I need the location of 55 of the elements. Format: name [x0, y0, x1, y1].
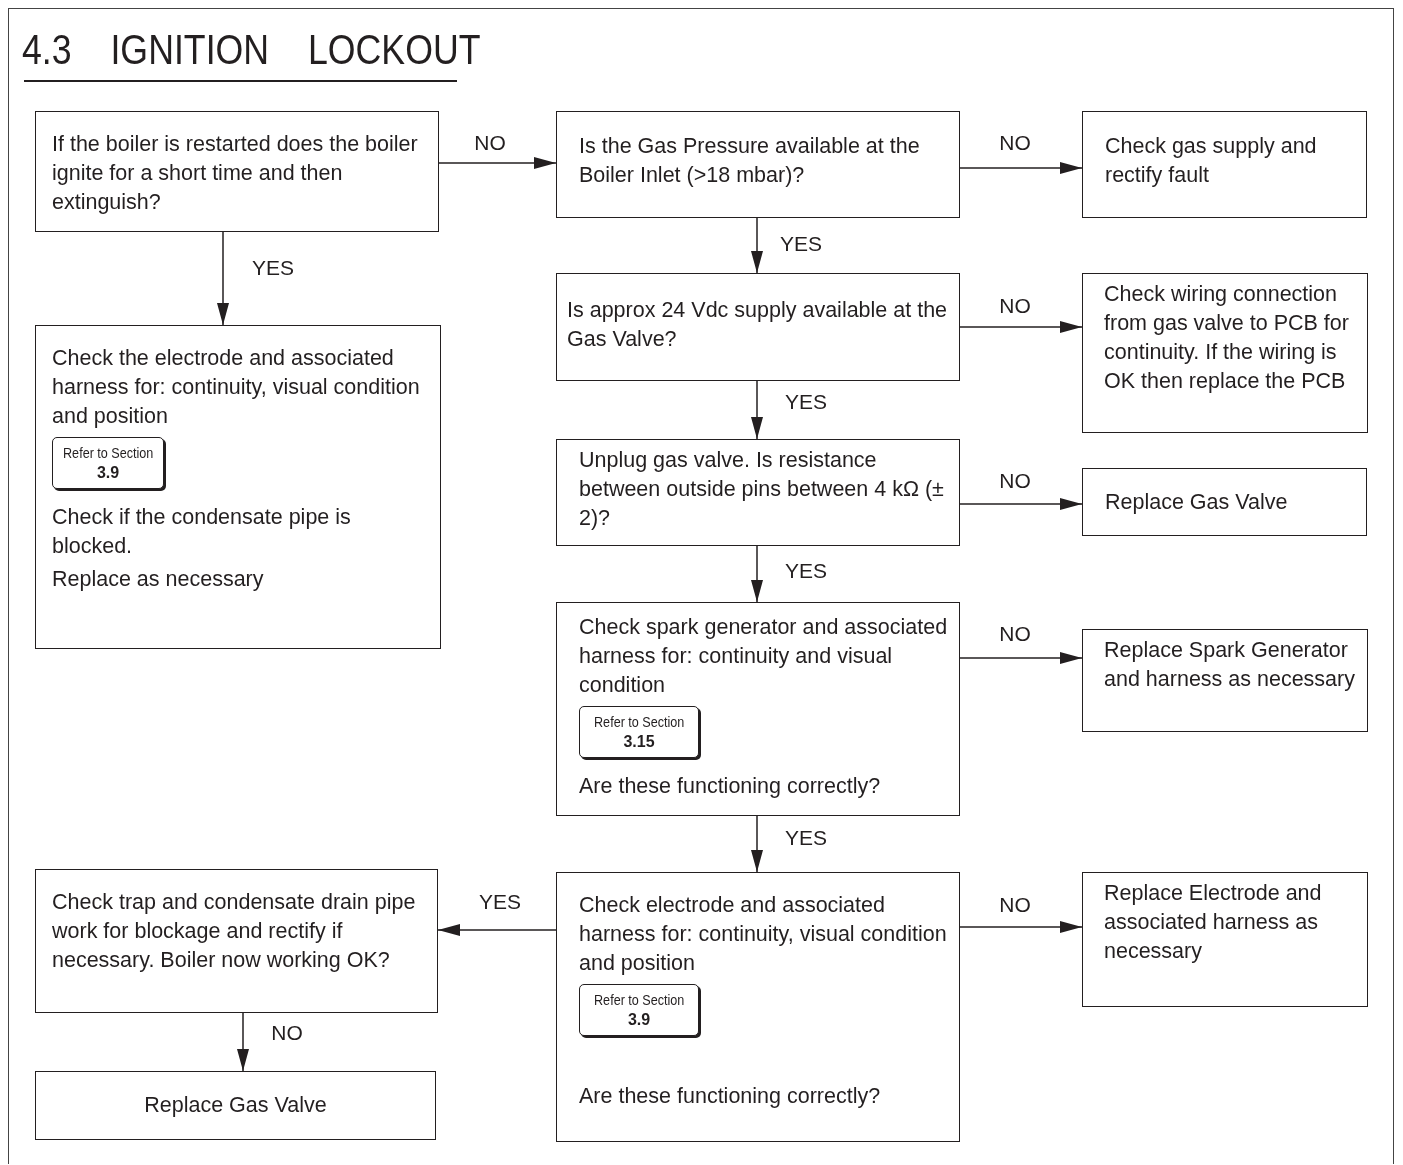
arrow: [959, 321, 1083, 333]
process-box: [556, 111, 960, 218]
reference-label: Refer to Section: [593, 991, 685, 1010]
box-text: If the boiler is restarted does the boiler ignite for a short time and then extinguish?: [52, 131, 419, 216]
arrow: [751, 545, 763, 603]
process-box: [556, 439, 960, 546]
section-reference-badge: [52, 437, 164, 489]
process-box: [35, 1071, 436, 1140]
process-box: [35, 869, 438, 1013]
box-text: Replace Spark Generator and harness as necessary: [1104, 637, 1356, 693]
box-text: Are these functioning correctly?: [579, 1083, 882, 1110]
section-reference-badge: [579, 706, 699, 758]
arrow: [237, 1012, 249, 1072]
arrow: [751, 217, 763, 274]
arrow: [437, 924, 557, 936]
process-box: [35, 111, 439, 232]
arrow: [959, 921, 1083, 933]
arrow: [959, 652, 1083, 664]
box-text: Replace as necessary: [52, 566, 265, 593]
process-box: [1082, 629, 1368, 732]
box-text: Check spark generator and associated harness for: continuity and visual condition: [579, 614, 949, 699]
box-text: Unplug gas valve. Is resistance between outside pins between 4 kΩ (± 2)?: [579, 447, 945, 532]
box-text: Replace Electrode and associated harness as necessary: [1104, 880, 1323, 965]
arrow: [959, 162, 1083, 174]
arrow: [751, 815, 763, 873]
process-box: [556, 872, 960, 1142]
box-text: Are these functioning correctly?: [579, 773, 882, 800]
box-text: Check electrode and associated harness for: continuity, visual condition and position: [579, 892, 948, 977]
section-number: 3.9: [627, 1010, 651, 1030]
box-text: Check if the condensate pipe is blocked.: [52, 504, 352, 560]
box-text: Is the Gas Pressure available at the Boiler Inlet (>18 mbar)?: [579, 133, 921, 189]
process-box: [1082, 872, 1368, 1007]
section-reference-badge: [579, 984, 699, 1036]
section-number: 3.9: [96, 463, 120, 483]
section-title: 4.3 IGNITION LOCKOUT: [22, 26, 481, 74]
process-box: [1082, 273, 1368, 433]
process-box: [556, 602, 960, 816]
box-text: Check the electrode and associated harness for: continuity, visual condition and position: [52, 345, 421, 430]
box-text: Check wiring connection from gas valve to PCB for continuity. If the wiring is OK then replace the PCB: [1104, 281, 1350, 395]
arrow: [438, 157, 557, 169]
arrow: [217, 231, 229, 326]
reference-label: Refer to Section: [62, 444, 154, 463]
reference-label: Refer to Section: [593, 713, 685, 732]
arrow: [751, 380, 763, 440]
box-text: Replace Gas Valve: [1105, 488, 1289, 516]
box-text: Is approx 24 Vdc supply available at the Gas Valve?: [567, 297, 949, 353]
process-box: [35, 325, 441, 649]
box-text: Replace Gas Valve: [143, 1092, 328, 1119]
process-box: [556, 273, 960, 381]
section-number: 3.15: [623, 732, 655, 752]
box-text: Check trap and condensate drain pipe work for blockage and rectify if necessary. Boiler now working OK?: [52, 889, 417, 974]
box-text: Check gas supply and rectify fault: [1105, 133, 1318, 189]
process-box: [1082, 468, 1367, 536]
arrow: [959, 498, 1083, 510]
process-box: [1082, 111, 1367, 218]
